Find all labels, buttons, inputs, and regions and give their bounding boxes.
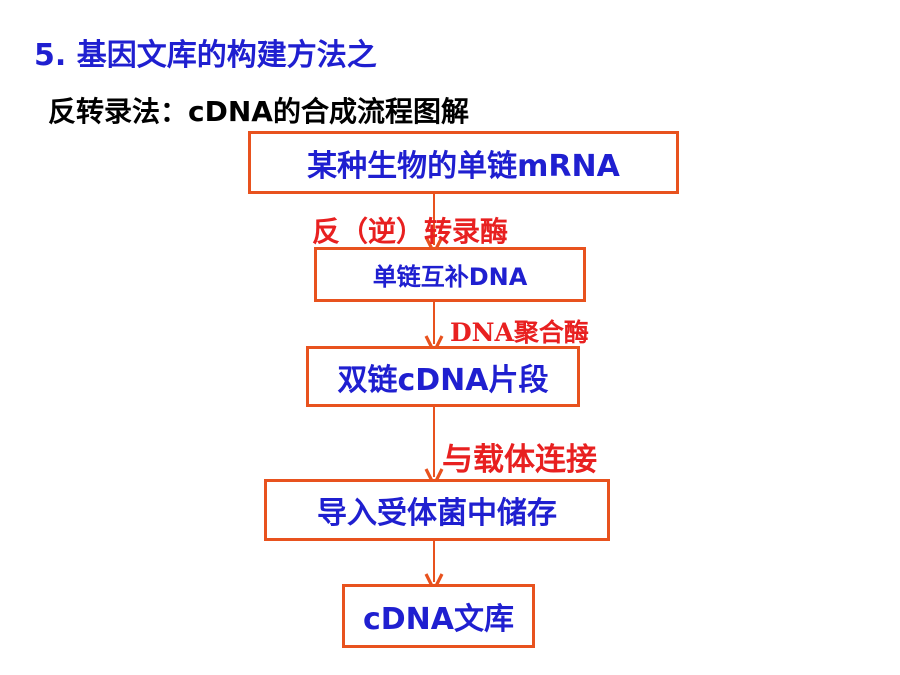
flow-box-mrna: 某种生物的单链mRNA — [248, 131, 679, 194]
flow-box-double-strand-cdna: 双链cDNA片段 — [306, 346, 580, 407]
flow-box-double-strand-cdna-label: 双链cDNA片段 — [337, 362, 549, 398]
step-label-dna-polymerase: DNA聚合酶 — [450, 318, 589, 347]
flow-box-host-storage-label: 导入受体菌中储存 — [317, 496, 557, 531]
step-label-reverse-transcriptase: 反（逆）转录酶 — [312, 215, 509, 248]
flow-box-mrna-label: 某种生物的单链mRNA — [307, 148, 620, 184]
flow-box-host-storage: 导入受体菌中储存 — [264, 479, 610, 541]
step-label-vector-ligation: 与载体连接 — [442, 442, 597, 478]
slide-title: 5. 基因文库的构建方法之 — [34, 38, 377, 73]
slide-subtitle: 反转录法：cDNA的合成流程图解 — [48, 95, 469, 128]
flow-box-single-strand-dna: 单链互补DNA — [314, 247, 586, 302]
flow-box-single-strand-dna-label: 单链互补DNA — [372, 263, 528, 291]
flow-box-cdna-library-label: cDNA文库 — [362, 602, 514, 637]
flow-box-cdna-library: cDNA文库 — [342, 584, 535, 648]
